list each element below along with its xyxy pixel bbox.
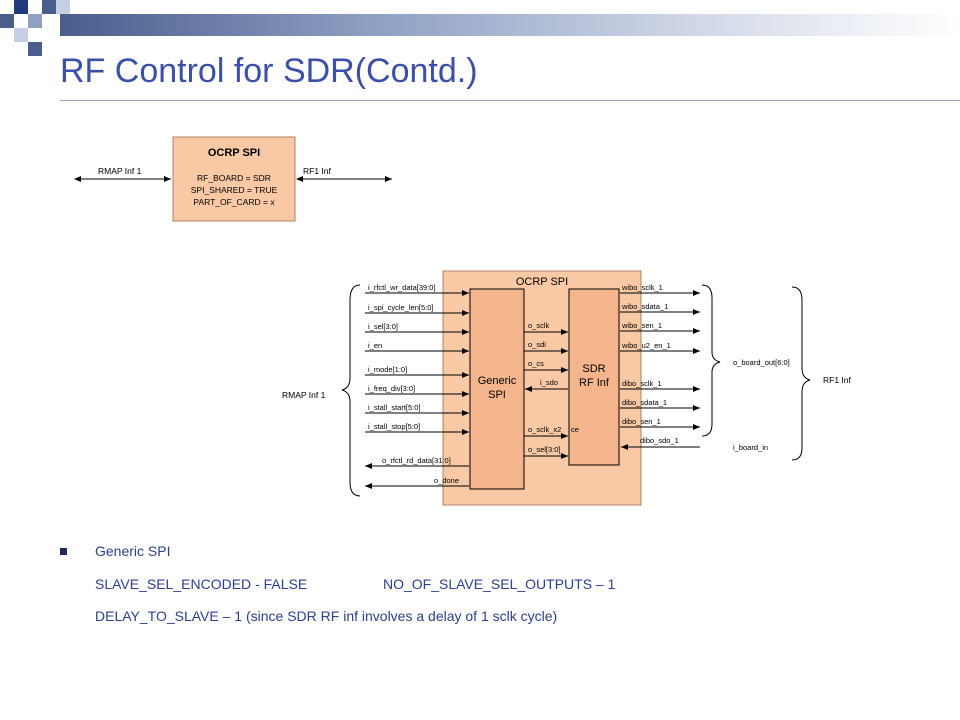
right-signal-label: wibo_u2_en_1 xyxy=(621,341,671,350)
note-line-1a: SLAVE_SEL_ENCODED - FALSE xyxy=(95,576,308,592)
output-label: o_rfctl_rd_data[31:0] xyxy=(382,456,451,465)
internal-label: o_sclk_x2 xyxy=(528,425,561,434)
right-signal-label: wibo_sclk_1 xyxy=(621,283,663,292)
input-label: i_stall_stop[5:0] xyxy=(368,422,420,431)
sdr-rf-label-2: RF Inf xyxy=(579,377,610,389)
input-arrows xyxy=(365,290,469,489)
internal-labels: o_sclk o_sdi o_cs i_sdo o_sclk_x2 o_sel[… xyxy=(528,321,579,454)
right-group-label: RF1 Inf xyxy=(823,375,852,385)
input-label: i_freq_div[3:0] xyxy=(368,384,415,393)
input-labels: i_rfctl_wr_data[39:0] i_spi_cycle_len[5:… xyxy=(368,283,459,485)
detail-block-title: OCRP SPI xyxy=(516,276,568,288)
internal-label: o_sel[3:0] xyxy=(528,445,561,454)
input-label: i_rfctl_wr_data[39:0] xyxy=(368,283,436,292)
right-signal-label: dibo_sen_1 xyxy=(622,417,661,426)
detail-ocrp-block: OCRP SPI Generic SPI SDR RF Inf xyxy=(442,270,642,506)
title-divider xyxy=(60,100,960,101)
right-signal-label: wibo_sen_1 xyxy=(621,321,662,330)
internal-label: i_sdo xyxy=(540,378,558,387)
right-signal-label: dibo_sclk_1 xyxy=(622,379,662,388)
right-signal-label: wibo_sdata_1 xyxy=(621,302,668,311)
generic-spi-label-1: Generic xyxy=(478,375,517,387)
header-squares-logo xyxy=(0,0,70,56)
board-in-label: i_board_in xyxy=(733,443,768,452)
bullet-marker xyxy=(60,548,67,555)
left-brace xyxy=(341,284,361,497)
board-out-label: o_board_out[6:0] xyxy=(733,358,790,367)
right-signal-label: dibo_sdo_1 xyxy=(640,436,679,445)
top-block-title: OCRP SPI xyxy=(208,147,260,159)
left-group-label: RMAP Inf 1 xyxy=(282,390,326,400)
note-line-2: DELAY_TO_SLAVE – 1 (since SDR RF inf inv… xyxy=(95,608,558,624)
slide-title: RF Control for SDR(Contd.) xyxy=(60,52,478,90)
right-outer-brace xyxy=(791,286,811,461)
internal-label: ce xyxy=(571,425,579,434)
internal-label: o_sdi xyxy=(528,340,546,349)
input-label: i_mode[1:0] xyxy=(368,365,407,374)
internal-arrows xyxy=(524,329,568,459)
output-label: o_done xyxy=(434,476,459,485)
note-bullet-text: Generic SPI xyxy=(95,543,171,559)
top-right-label: RF1 Inf xyxy=(303,166,332,176)
input-label: i_spi_cycle_len[5:0] xyxy=(368,303,433,312)
right-labels: wibo_sclk_1 wibo_sdata_1 wibo_sen_1 wibo… xyxy=(621,283,679,445)
header-gradient-bar xyxy=(60,14,960,36)
internal-label: o_sclk xyxy=(528,321,550,330)
right-inner-brace xyxy=(701,284,721,437)
input-label: i_en xyxy=(368,341,382,350)
note-line-1b: NO_OF_SLAVE_SEL_OUTPUTS – 1 xyxy=(383,576,616,592)
top-block-param-1: RF_BOARD = SDR xyxy=(197,173,271,183)
top-block-param-2: SPI_SHARED = TRUE xyxy=(191,185,278,195)
input-label: i_sel[3:0] xyxy=(368,322,398,331)
top-block-param-3: PART_OF_CARD = x xyxy=(193,197,275,207)
sdr-rf-label-1: SDR xyxy=(582,363,605,375)
top-left-label: RMAP Inf 1 xyxy=(98,166,142,176)
right-signal-label: dibo_sdata_1 xyxy=(622,398,667,407)
input-label: i_stall_start[5:0] xyxy=(368,403,421,412)
internal-label: o_cs xyxy=(528,359,544,368)
right-arrows xyxy=(620,290,700,450)
top-ocrp-block: OCRP SPI RF_BOARD = SDR SPI_SHARED = TRU… xyxy=(172,136,296,222)
generic-spi-label-2: SPI xyxy=(488,389,506,401)
